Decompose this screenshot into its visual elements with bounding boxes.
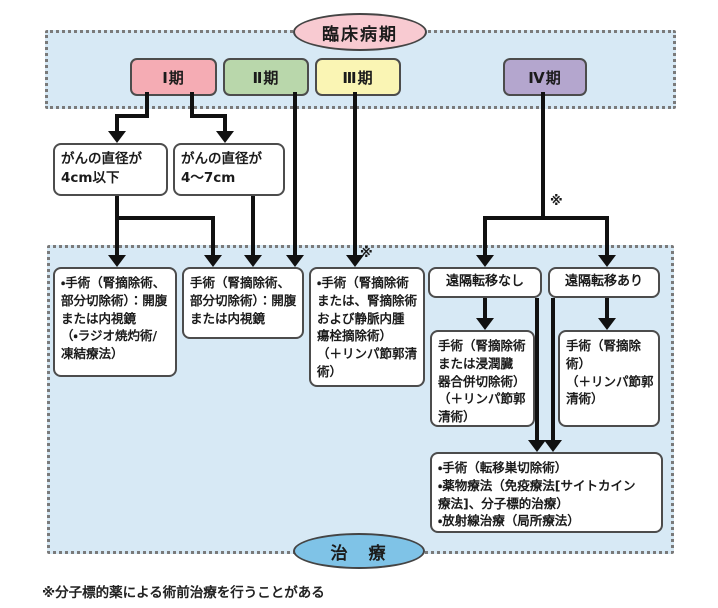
treatment-box-stage1-small: ・手術（腎摘除術、 部分切除術）：開腹 または内視鏡 （・ラジオ焼灼術/ 凍結療… <box>53 267 177 377</box>
clinical-stage-oval: 臨床病期 <box>293 13 427 51</box>
stage-chip-2: Ⅱ期 <box>223 58 309 96</box>
criteria-box-4to7cm: がんの直径が 4～7cm <box>173 143 285 196</box>
treatment-box-stage1-2: 手術（腎摘除術、 部分切除術）：開腹 または内視鏡 <box>182 267 304 339</box>
treatment-box-stage3: ・手術（腎摘除術 または、腎摘除術 および静脈内腫 瘍栓摘除術） （＋リンパ節郭… <box>309 267 425 387</box>
treatment-oval: 治 療 <box>293 533 425 569</box>
stage-chip-1: Ⅰ期 <box>130 58 217 96</box>
stage-chip-4: Ⅳ期 <box>503 58 587 96</box>
criteria-box-under4cm: がんの直径が 4cm以下 <box>53 143 168 196</box>
metastasis-box-none: 遠隔転移なし <box>428 267 542 298</box>
treatment-box-stage4-common: ・手術（転移巣切除術） ・薬物療法（免疫療法[サイトカイン 療法]、分子標的治療… <box>430 452 663 533</box>
footnote: ※分子標的薬による術前治療を行うことがある <box>42 585 325 601</box>
metastasis-box-present: 遠隔転移あり <box>548 267 660 298</box>
note-mark-stage4: ※ <box>550 194 563 209</box>
stage-chip-3: Ⅲ期 <box>315 58 401 96</box>
note-mark-stage3: ※ <box>360 246 373 261</box>
treatment-box-with-metastasis: 手術（腎摘除 術） （＋リンパ節郭 清術） <box>558 330 660 427</box>
treatment-box-no-metastasis: 手術（腎摘除術 または浸潤臓 器合併切除術） （＋リンパ節郭 清術） <box>430 330 535 427</box>
